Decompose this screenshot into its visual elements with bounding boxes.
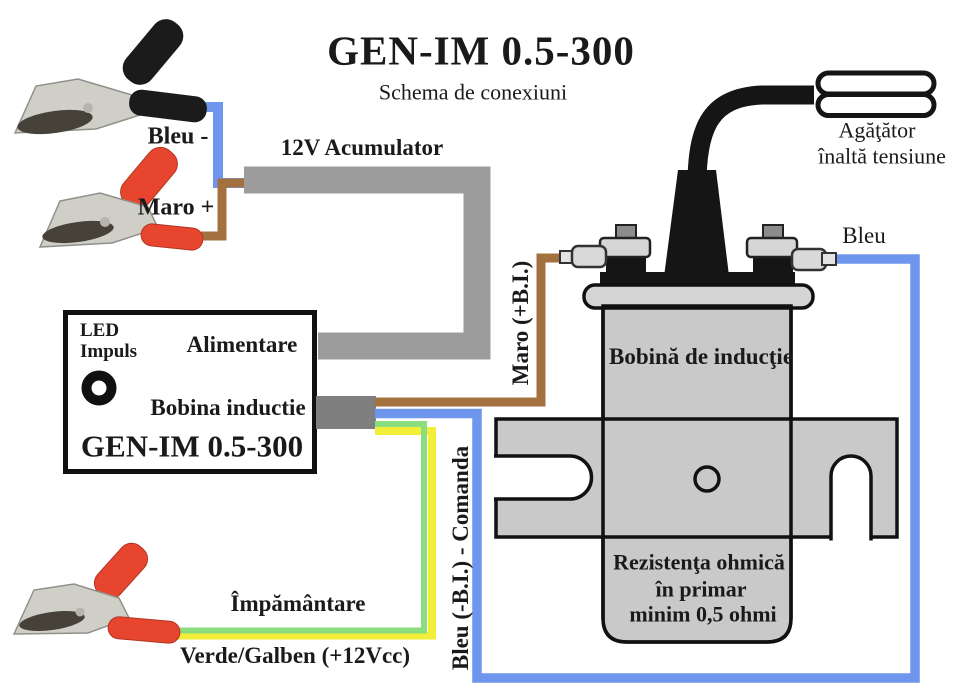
hv-cable [687, 85, 814, 186]
ground-alligator-clip [12, 542, 181, 644]
bracket-hole [693, 465, 721, 493]
label-green-yellow: Verde/Galben (+12Vcc) [179, 642, 411, 668]
ignition-coil [494, 70, 937, 644]
label-resistance-line3: minim 0,5 ohmi [629, 601, 777, 627]
label-battery-cable: 12V Acumulator [280, 134, 444, 160]
page-title: GEN-IM 0.5-300 [327, 27, 635, 74]
label-coil-name: Bobină de inducţie [608, 343, 794, 369]
brown-battery-wire [198, 178, 248, 241]
clip3-pivot-screw [75, 607, 85, 617]
bracket-left-slot [494, 454, 594, 501]
right-wire-lug [790, 247, 828, 272]
module-output-connector [316, 396, 376, 429]
left-terminal-nut [598, 236, 652, 259]
label-led-line1: LED [80, 320, 120, 341]
hv-fork-upper-tine [815, 70, 937, 97]
label-hv-hook-line1: Agăţător [838, 117, 916, 143]
label-brown-positive: Maro + [137, 194, 215, 221]
blue-command-wire [375, 254, 920, 683]
hv-tower [662, 170, 731, 292]
left-wire-lug [570, 244, 608, 269]
led-indicator [81, 370, 117, 406]
label-maro-bi: Maro (+B.I.) [507, 260, 533, 386]
hv-fork-lower-tine [815, 92, 937, 118]
coil-cap [582, 283, 815, 310]
black-alligator-clip [13, 19, 207, 135]
right-terminal-nut [745, 236, 799, 259]
yellow-ground-wire [176, 427, 436, 640]
label-blue-negative: Bleu - [147, 123, 209, 150]
clip2-pivot-screw [100, 217, 110, 227]
red-alligator-clip [38, 146, 204, 251]
label-bleu: Bleu [842, 222, 886, 248]
clip1-boot [129, 89, 207, 123]
bracket-right-cutout [829, 454, 873, 541]
clip1-pivot-screw [83, 103, 93, 113]
label-alimentare: Alimentare [186, 331, 298, 357]
clip2-jaw-opening [42, 220, 114, 244]
clip1-jaw-opening [17, 109, 93, 135]
label-led-line2: Impuls [80, 341, 138, 363]
battery-cable [244, 166, 491, 360]
label-led-impuls: LED Impuls [80, 320, 137, 363]
label-bleu-comanda: Bleu (-B.I.) - Comanda [447, 445, 473, 671]
clip1-handle [122, 19, 184, 85]
right-wire-ferrule [821, 252, 837, 266]
green-ground-wire [176, 421, 427, 634]
clip2-boot [140, 223, 204, 251]
label-ground: Împământare [230, 590, 366, 616]
label-resistance-line1: Rezistenţa ohmică [613, 549, 785, 575]
clip3-jaw-opening [19, 610, 85, 632]
coil-body-outline [601, 304, 793, 644]
label-bobina-inductie: Bobina inductie [150, 394, 306, 420]
page-subtitle: Schema de conexiuni [378, 79, 568, 105]
clip3-boot [107, 616, 181, 644]
label-resistance-line2: în primar [655, 576, 747, 602]
label-module-name: GEN-IM 0.5-300 [80, 428, 304, 464]
label-hv-hook-line2: înaltă tensiune [818, 143, 946, 169]
